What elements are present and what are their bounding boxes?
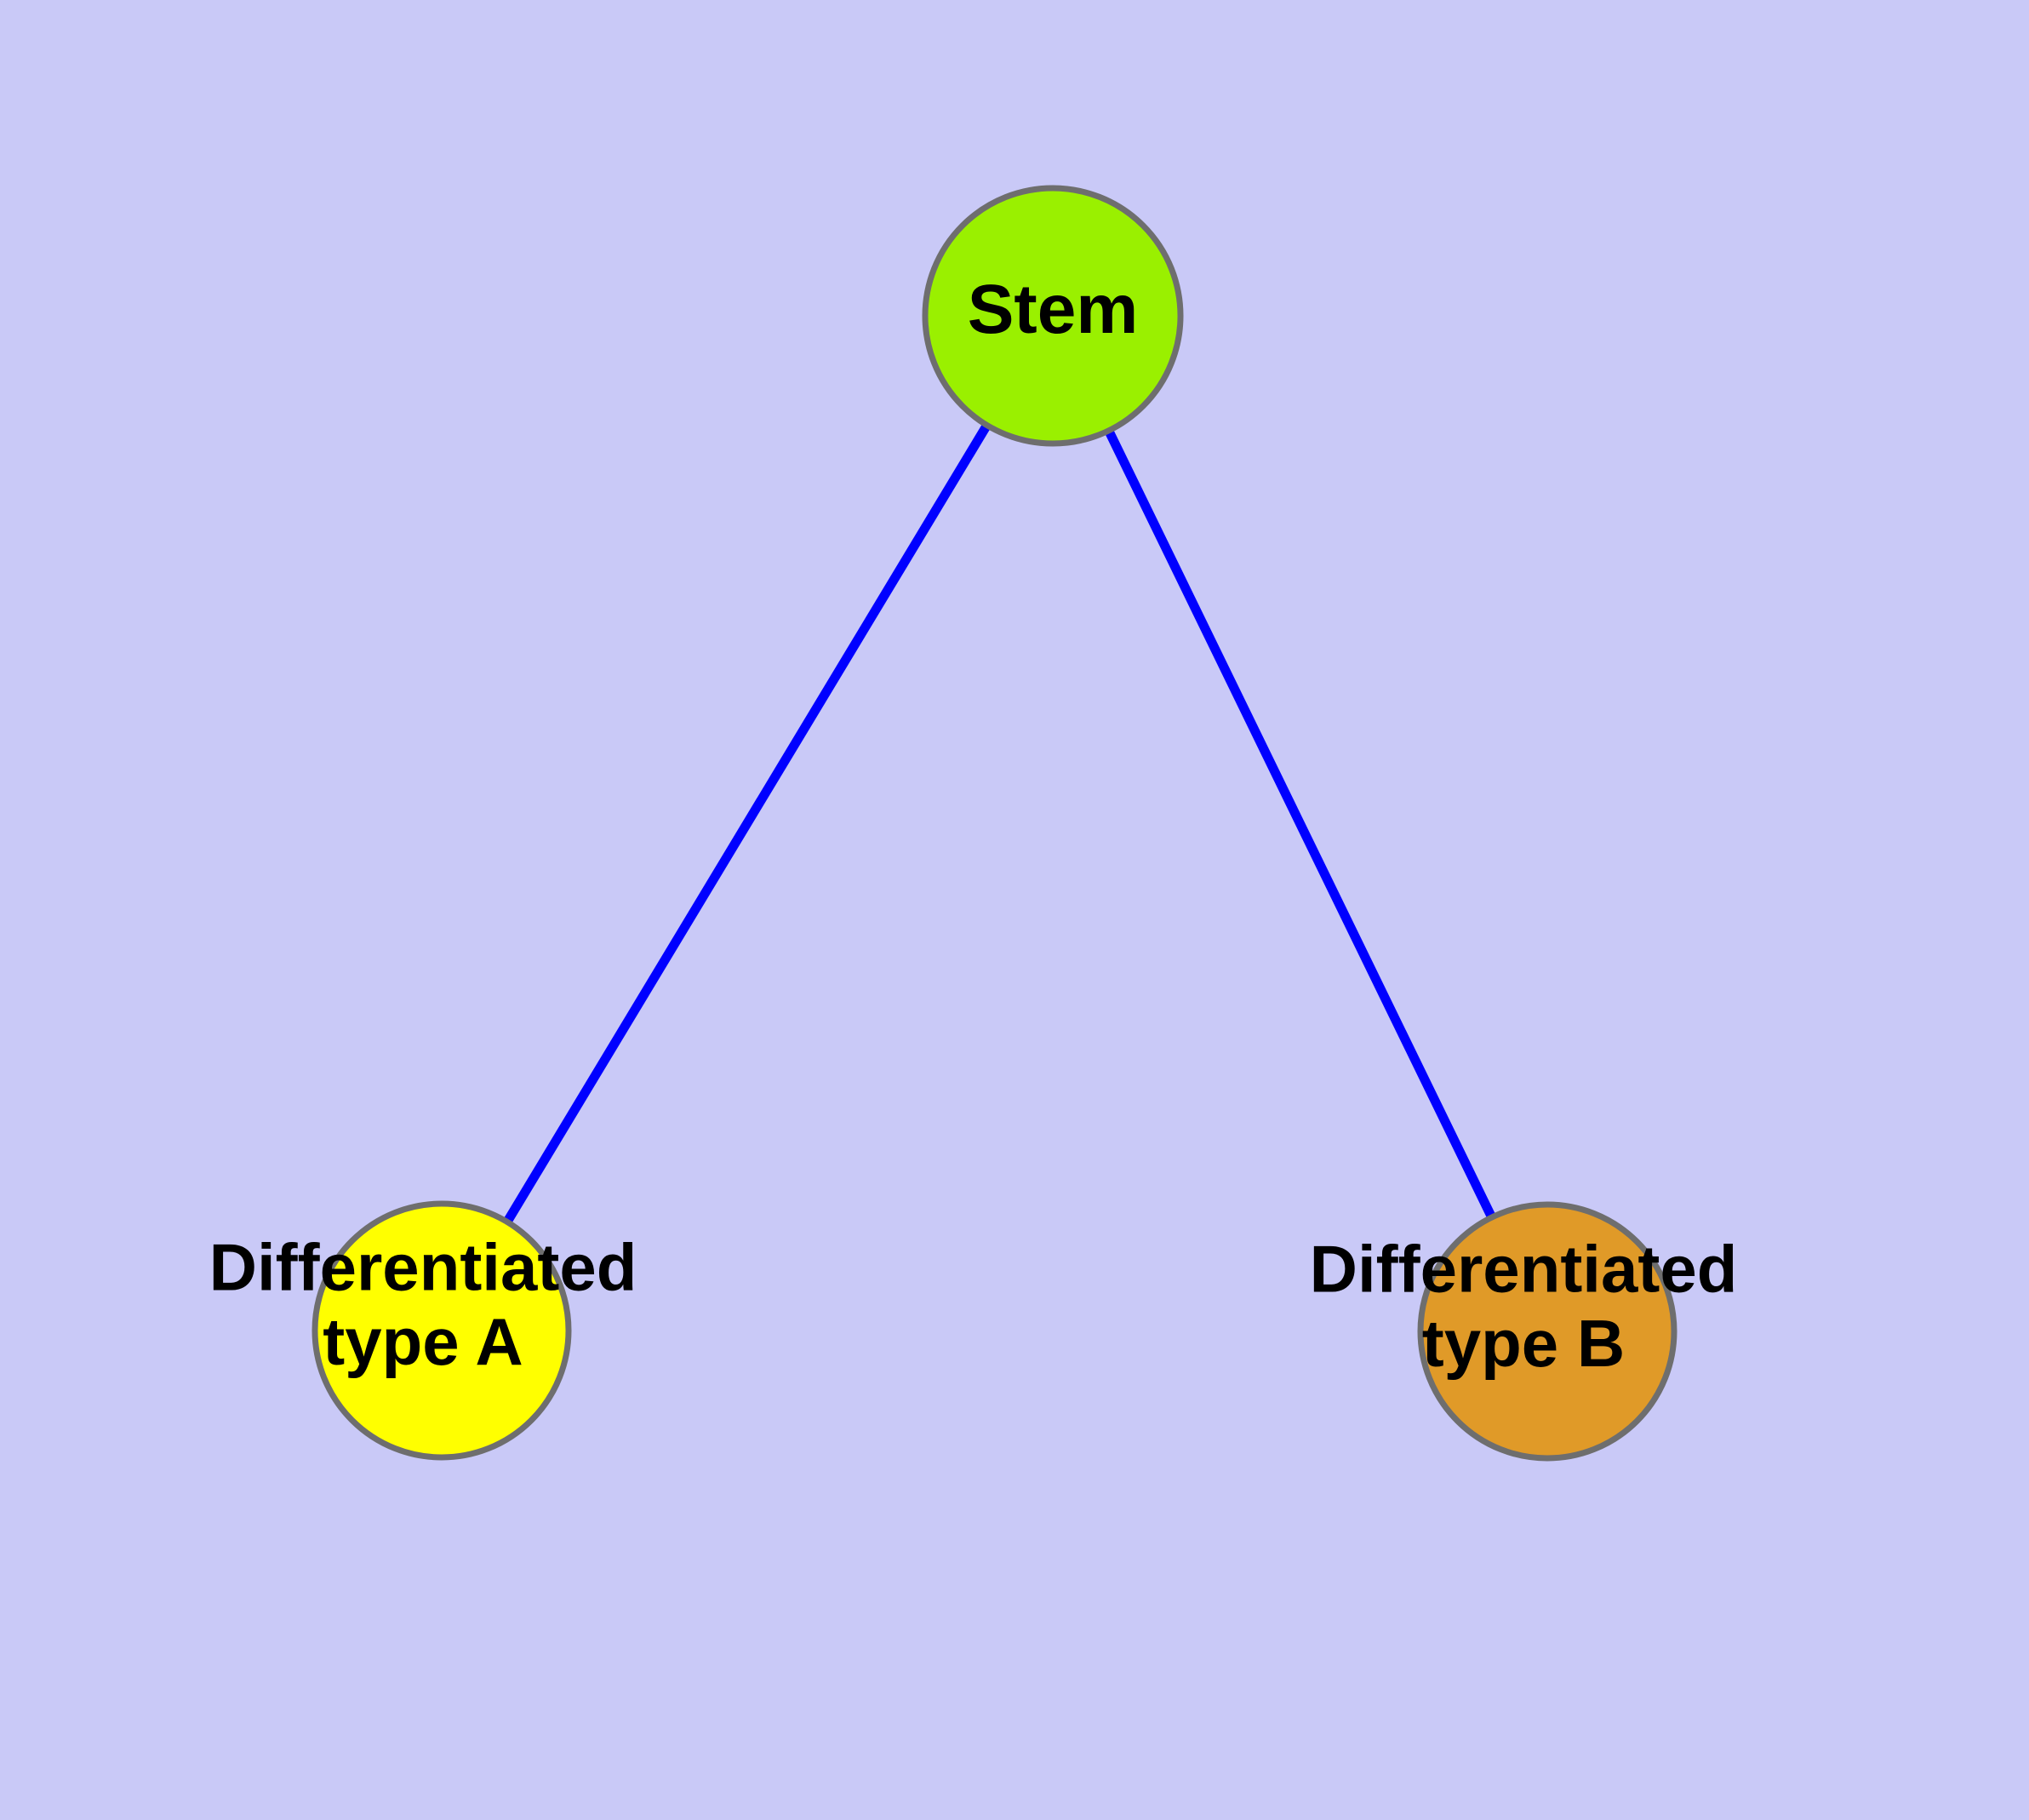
node-label-line: Differentiated xyxy=(209,1230,637,1305)
node-label-line: type B xyxy=(1422,1306,1625,1381)
nodes-layer xyxy=(311,185,1677,1462)
node-label-line: Differentiated xyxy=(1310,1232,1738,1307)
node-label-line: type A xyxy=(323,1304,523,1379)
node-label-line: Stem xyxy=(968,271,1139,348)
node-stem[interactable] xyxy=(922,185,1184,447)
edges-layer xyxy=(437,313,1552,1334)
node-diff_b[interactable] xyxy=(1417,1201,1677,1462)
edge-stem-to-diff-b[interactable] xyxy=(1049,313,1552,1334)
edge-stem-to-diff-a[interactable] xyxy=(437,313,1057,1333)
node-diff_a[interactable] xyxy=(311,1200,572,1461)
node-label-stem: Stem xyxy=(968,271,1139,348)
